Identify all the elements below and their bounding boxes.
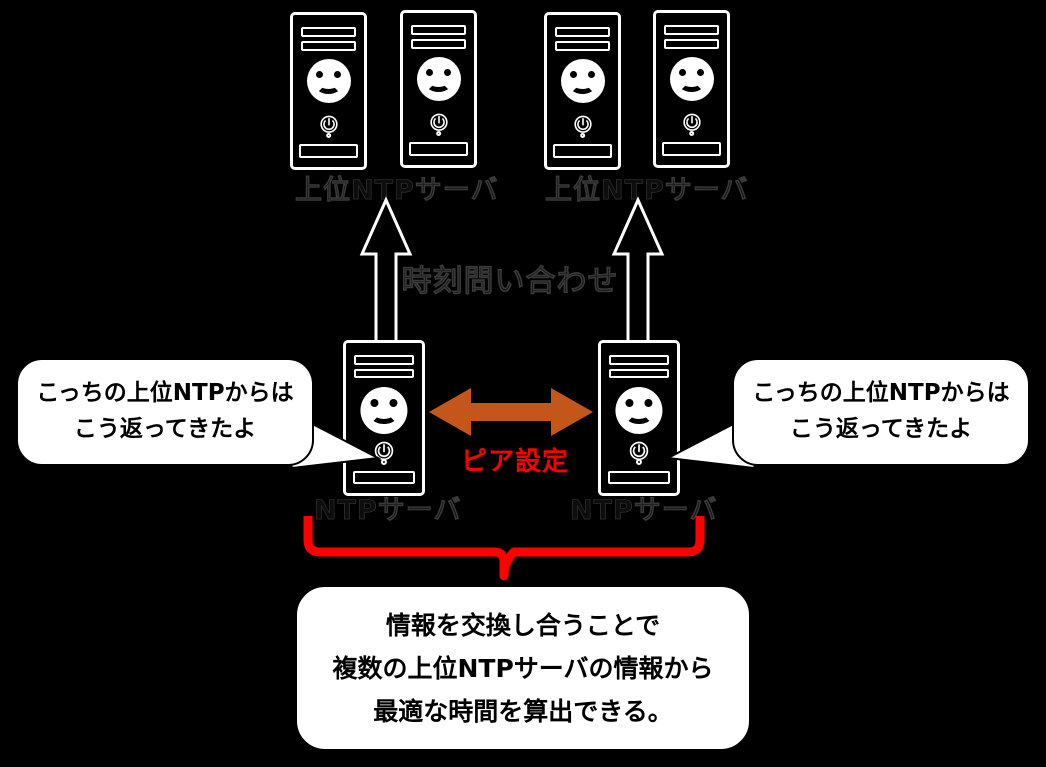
server-panel-bar bbox=[663, 38, 720, 49]
left-callout-line2: こう返ってきたよ bbox=[73, 416, 257, 442]
ntp-server-left bbox=[343, 340, 425, 496]
right-callout-line2: こう返ってきたよ bbox=[789, 416, 973, 442]
mouth-icon bbox=[370, 407, 398, 425]
server-panel-bar bbox=[410, 38, 467, 49]
status-led-icon bbox=[688, 130, 695, 137]
eye-icon bbox=[315, 70, 324, 79]
smiley-face-icon bbox=[360, 386, 408, 434]
mouth-icon bbox=[426, 76, 451, 93]
summary-line1: 情報を交換し合うことで bbox=[385, 610, 661, 640]
power-icon bbox=[682, 113, 701, 131]
red-brace bbox=[298, 510, 710, 582]
smiley-face-icon bbox=[306, 59, 351, 104]
eye-icon bbox=[443, 68, 452, 77]
upstream-server-1 bbox=[290, 12, 367, 170]
eye-icon bbox=[587, 70, 596, 79]
status-led-icon bbox=[380, 459, 388, 466]
eye-icon bbox=[625, 399, 634, 408]
eye-icon bbox=[644, 399, 653, 408]
server-panel-bar bbox=[663, 25, 720, 36]
status-led-icon bbox=[325, 132, 332, 139]
server-panel-bar bbox=[410, 25, 467, 36]
upstream-server-4 bbox=[653, 10, 730, 168]
upstream-group-left-label: 上位NTPサーバ bbox=[295, 175, 499, 207]
eye-icon bbox=[569, 70, 578, 79]
mouth-icon bbox=[679, 76, 704, 93]
server-panel-bar bbox=[554, 27, 611, 38]
power-icon bbox=[629, 441, 649, 461]
eye-icon bbox=[678, 68, 687, 77]
server-panel-bar bbox=[300, 27, 357, 38]
ntp-server-left-label: NTPサーバ bbox=[314, 495, 462, 527]
ntp-server-right-label: NTPサーバ bbox=[570, 495, 718, 527]
server-panel-bar bbox=[354, 368, 414, 379]
eye-icon bbox=[425, 68, 434, 77]
mouth-icon bbox=[625, 407, 653, 425]
smiley-face-icon bbox=[615, 386, 663, 434]
server-drive-bay bbox=[409, 142, 468, 156]
server-drive-bay bbox=[607, 470, 671, 484]
ntp-server-right bbox=[598, 340, 680, 496]
server-drive-bay bbox=[553, 144, 612, 158]
eye-icon bbox=[389, 399, 398, 408]
status-led-icon bbox=[435, 130, 442, 137]
status-led-icon bbox=[635, 459, 643, 466]
smiley-face-icon bbox=[560, 59, 605, 104]
eye-icon bbox=[333, 70, 342, 79]
summary-box: 情報を交換し合うことで 複数の上位NTPサーバの情報から 最適な時間を算出できる… bbox=[295, 585, 751, 751]
server-panel-bar bbox=[300, 40, 357, 51]
server-panel-bar bbox=[609, 368, 669, 379]
summary-line3: 最適な時間を算出できる。 bbox=[373, 696, 673, 726]
server-panel-bar bbox=[354, 355, 414, 365]
summary-line2: 複数の上位NTPサーバの情報から bbox=[332, 653, 714, 683]
power-icon bbox=[429, 113, 448, 131]
upstream-server-3 bbox=[544, 12, 621, 170]
server-drive-bay bbox=[662, 142, 721, 156]
smiley-face-icon bbox=[416, 57, 461, 102]
query-label: 時刻問い合わせ bbox=[401, 264, 619, 300]
upstream-server-2 bbox=[400, 10, 477, 168]
left-callout-bubble: こっちの上位NTPからは こう返ってきたよ bbox=[16, 358, 314, 466]
server-drive-bay bbox=[352, 470, 416, 484]
mouth-icon bbox=[570, 78, 595, 95]
server-drive-bay bbox=[299, 144, 358, 158]
right-callout-bubble: こっちの上位NTPからは こう返ってきたよ bbox=[732, 358, 1030, 466]
power-icon bbox=[573, 115, 592, 133]
upstream-group-right-label: 上位NTPサーバ bbox=[545, 175, 749, 207]
server-panel-bar bbox=[554, 40, 611, 51]
server-panel-bar bbox=[609, 355, 669, 365]
eye-icon bbox=[696, 68, 705, 77]
status-led-icon bbox=[579, 132, 586, 139]
power-icon bbox=[319, 115, 338, 133]
mouth-icon bbox=[316, 78, 341, 95]
eye-icon bbox=[370, 399, 379, 408]
right-callout-line1: こっちの上位NTPからは bbox=[752, 380, 1010, 407]
peer-setting-label: ピア設定 bbox=[460, 446, 570, 477]
smiley-face-icon bbox=[669, 57, 714, 102]
double-headed-arrow-icon bbox=[425, 383, 597, 441]
left-callout-line1: こっちの上位NTPからは bbox=[36, 380, 294, 407]
